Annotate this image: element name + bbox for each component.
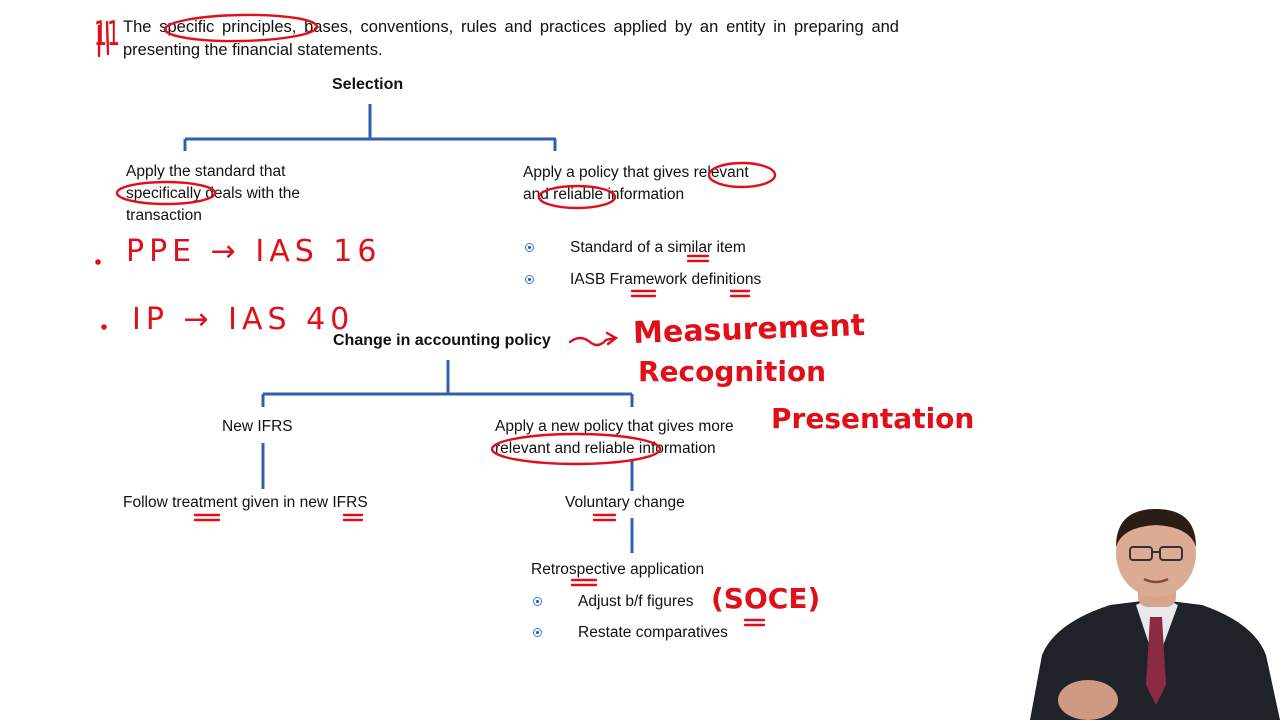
handwritten-ppe-ias16: PPE → IAS 16 — [126, 234, 382, 269]
annotation-marks — [95, 13, 777, 627]
change-bullet-restate: Restate comparatives — [578, 624, 728, 641]
selection-heading: Selection — [332, 76, 404, 93]
change-bullet-adjust: Adjust b/f figures — [578, 593, 694, 610]
policy-definition: The specific principles, bases, conventi… — [123, 18, 899, 59]
handwritten-presentation: Presentation — [771, 402, 975, 435]
change-left-branch: New IFRS — [222, 418, 293, 435]
presenter-video — [1030, 509, 1280, 720]
selection-left-branch: Apply the standard that specifically dea… — [126, 163, 301, 224]
change-application: Retrospective application — [531, 561, 705, 578]
handwritten-ip-ias40: IP → IAS 40 — [132, 302, 355, 337]
selection-bullet-framework: IASB Framework definitions — [570, 271, 762, 288]
handwritten-soce: (SOCE) — [711, 582, 821, 615]
bullet-icon — [525, 275, 534, 284]
selection-bullet-similar-item: Standard of a similar item — [570, 239, 746, 256]
change-right-result: Voluntary change — [565, 494, 685, 511]
handwritten-recognition: Recognition — [638, 355, 827, 388]
change-left-result: Follow treatment given in new IFRS — [123, 494, 368, 511]
bullet-icon — [533, 597, 542, 606]
change-heading: Change in accounting policy — [333, 332, 551, 349]
change-right-branch: Apply a new policy that gives more relev… — [495, 418, 734, 457]
selection-right-branch: Apply a policy that gives relevant and r… — [523, 164, 749, 203]
bullet-icon — [525, 243, 534, 252]
bullet-icon — [533, 628, 542, 637]
